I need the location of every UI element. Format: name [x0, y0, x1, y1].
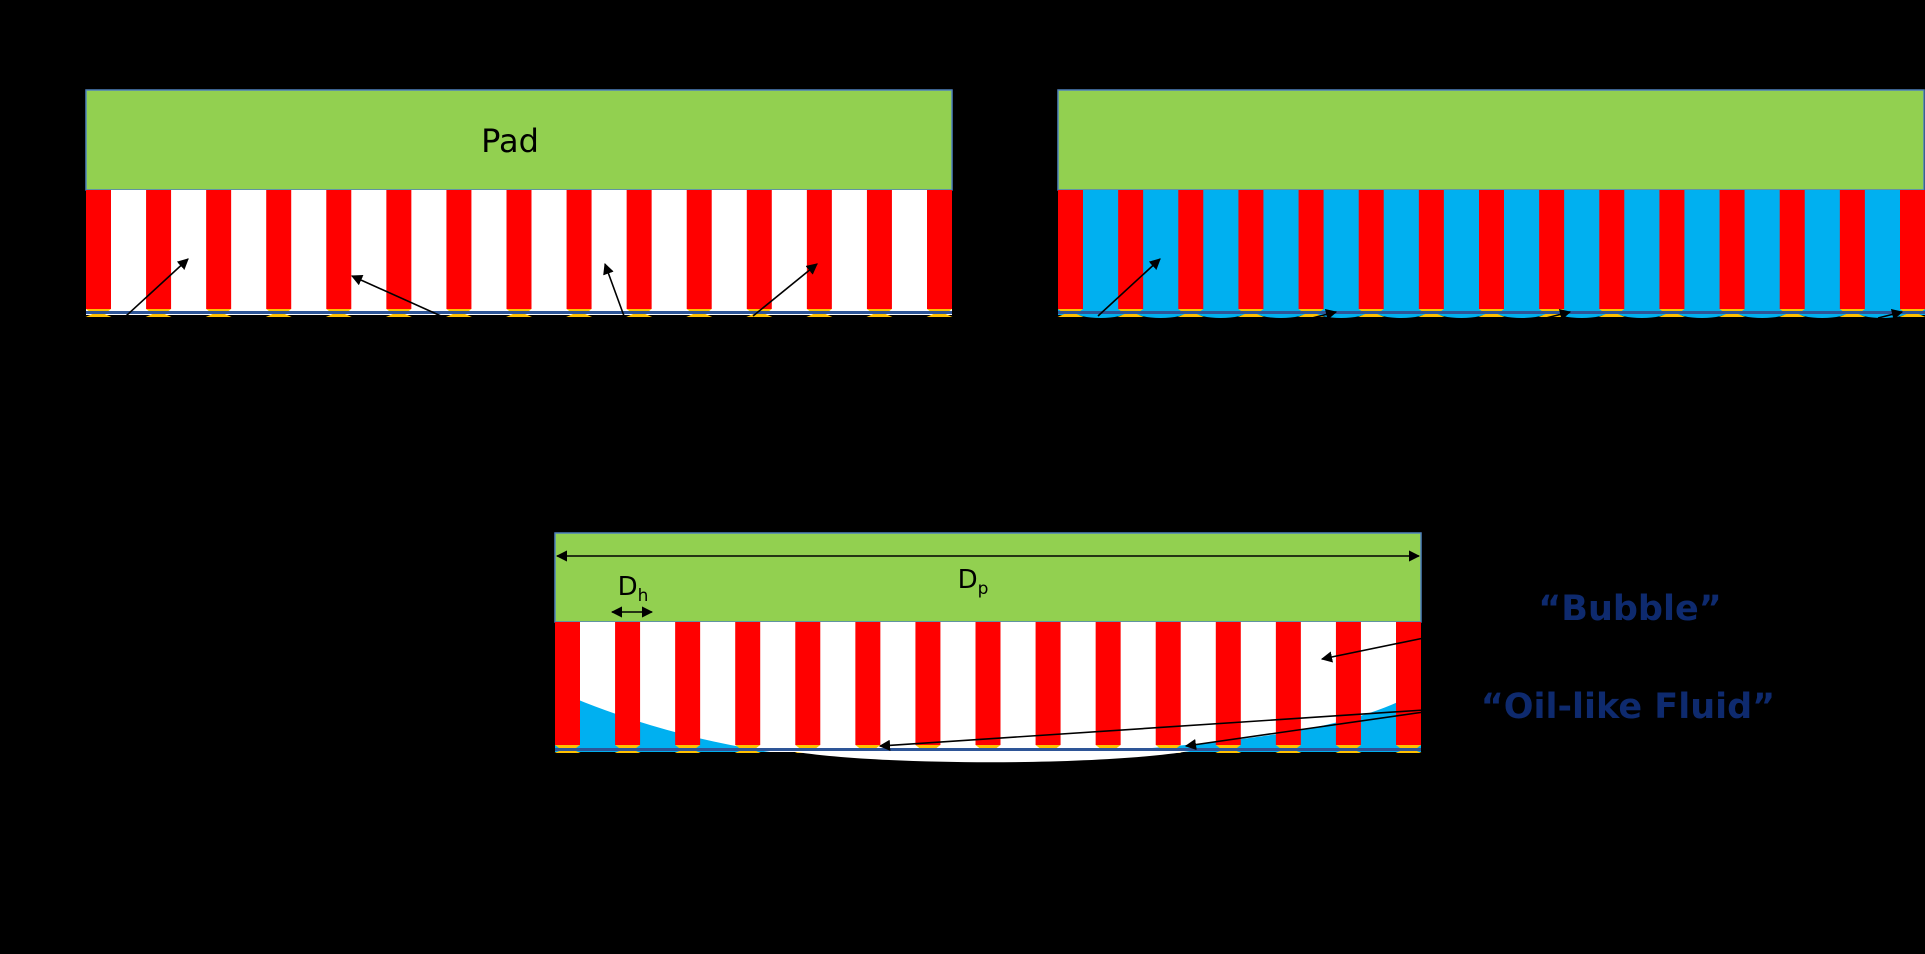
- pillar: [795, 622, 821, 745]
- pillar: [1358, 190, 1384, 309]
- pointer-arrows: [1097, 258, 1904, 320]
- oil-pointer-arrow: [1184, 711, 1425, 751]
- panel-dry: Pad: [85, 89, 953, 317]
- pillar: [266, 190, 292, 309]
- pillar-row: [85, 190, 953, 317]
- pillar: [555, 622, 580, 745]
- pillar: [1599, 190, 1625, 309]
- pillar: [86, 190, 111, 309]
- pillar-row: [554, 622, 1422, 753]
- pointer-arrows: [125, 258, 818, 317]
- pillar: [1215, 622, 1241, 745]
- pointer-arrow: [752, 263, 818, 317]
- oil-pointer-arrow: [878, 709, 1425, 751]
- pillar: [746, 190, 772, 309]
- bubble-pointer-arrow: [1320, 637, 1425, 663]
- hole-width-symbol: D: [618, 572, 638, 602]
- pointer-arrow: [1877, 309, 1904, 320]
- pillar: [866, 190, 892, 309]
- pointer-arrow: [1097, 258, 1161, 317]
- pillar: [686, 190, 712, 309]
- pointer-arrow: [603, 262, 625, 317]
- pillar: [506, 190, 532, 309]
- pillar: [1118, 190, 1144, 309]
- pillar: [855, 622, 881, 745]
- bubble-annotation: “Bubble”: [1538, 589, 1721, 629]
- pad-body: [85, 89, 953, 191]
- pillar: [206, 190, 232, 309]
- panel-oil: [1057, 89, 1925, 320]
- pad-width-label: Dp: [958, 565, 989, 599]
- pillar: [735, 622, 761, 745]
- pillar: [566, 190, 592, 309]
- pillar: [1238, 190, 1264, 309]
- pad-width-symbol: D: [958, 565, 978, 595]
- pillar: [1659, 190, 1685, 309]
- hole-width-subscript: h: [638, 586, 649, 606]
- pillar: [1095, 622, 1121, 745]
- pillar: [1900, 190, 1925, 309]
- pillar: [806, 190, 832, 309]
- oil-annotation: “Oil-like Fluid”: [1481, 687, 1775, 727]
- pillar: [1719, 190, 1745, 309]
- pillar-row: [1057, 190, 1925, 318]
- pillar: [1479, 190, 1504, 309]
- pillar: [626, 190, 652, 309]
- pillar: [1839, 190, 1865, 309]
- pointer-arrow: [1311, 309, 1338, 320]
- pad-label: Pad: [481, 122, 539, 160]
- panel-bubble: Dp Dh “Bubble” “Oil-like Fluid”: [554, 532, 1775, 763]
- pillar: [1178, 190, 1204, 309]
- bubble-bulge: [790, 751, 1190, 763]
- pillar: [1779, 190, 1805, 309]
- pillar: [386, 190, 412, 309]
- pillar: [1298, 190, 1324, 309]
- pillar: [1035, 622, 1061, 745]
- pointer-arrow: [125, 258, 189, 317]
- substrate-line: [555, 748, 1421, 751]
- pointer-arrow: [350, 275, 442, 317]
- substrate-line: [1058, 311, 1925, 314]
- pad-body: [554, 532, 1422, 623]
- hole-width-label: Dh: [618, 572, 649, 606]
- pointer-arrow: [1545, 309, 1572, 320]
- pillar: [615, 622, 641, 745]
- pillar: [675, 622, 701, 745]
- pillar: [927, 190, 952, 309]
- pad-width-subscript: p: [978, 579, 989, 599]
- pillar: [446, 190, 472, 309]
- pillar: [975, 622, 1001, 745]
- pillar: [326, 190, 352, 309]
- pillar: [915, 622, 941, 745]
- pillar: [1275, 622, 1301, 745]
- pillar: [146, 190, 172, 309]
- pillar: [1335, 622, 1361, 745]
- pillar: [1539, 190, 1565, 309]
- pillar: [1418, 190, 1444, 309]
- pillar: [1058, 190, 1083, 309]
- pad-body: [1057, 89, 1925, 191]
- pillar: [1155, 622, 1181, 745]
- substrate-line: [86, 311, 952, 314]
